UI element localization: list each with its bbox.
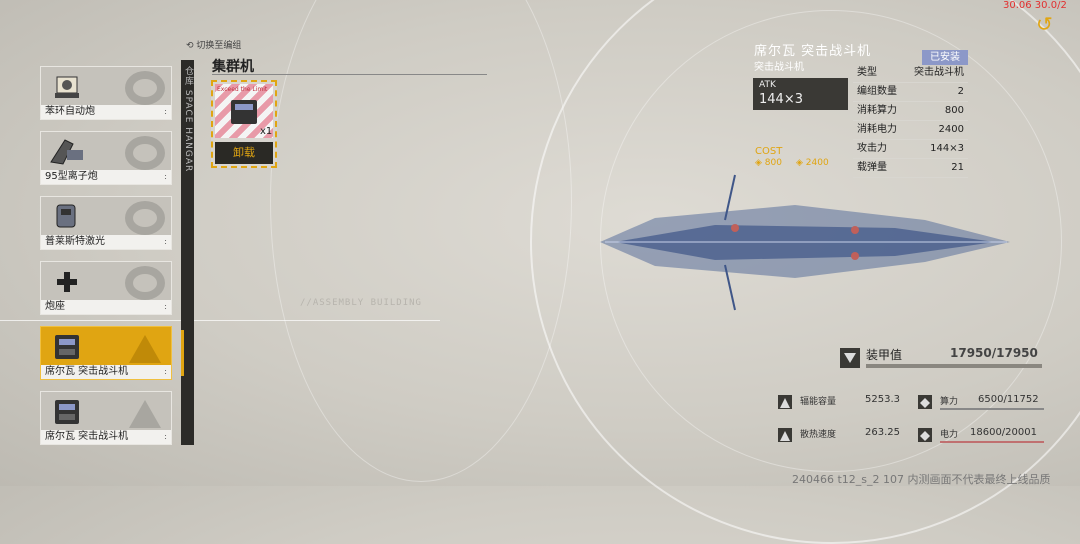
radiation-icon: [129, 335, 161, 363]
compute-value: 6500/11752: [978, 394, 1039, 405]
ship-render: [600, 174, 1010, 311]
hangar-item-label: 普莱斯特激光:: [41, 235, 171, 249]
cost-label: COST: [755, 146, 783, 157]
installed-badge: 已安装: [922, 50, 968, 65]
plus-icon: [57, 272, 77, 292]
laser-icon: [56, 204, 76, 228]
radiation-icon: [129, 400, 161, 428]
fighter-icon: [231, 100, 257, 124]
assembly-text: //ASSEMBLY BUILDING: [300, 298, 422, 308]
item-bg-icon: [125, 266, 165, 300]
cost-values: ◈ 800 ◈ 2400: [755, 158, 829, 168]
cost-compute: ◈ 800: [755, 158, 782, 168]
compute-icon: ◈: [755, 158, 762, 168]
hangar-item-1[interactable]: 95型离子炮:: [40, 131, 172, 185]
atk-label: ATK: [759, 80, 776, 90]
item-bg-icon: [125, 201, 165, 235]
item-bg-icon: [125, 71, 165, 105]
power-icon: [918, 428, 932, 442]
hangar-item-label: 95型离子炮:: [41, 170, 171, 184]
hangar-item-3[interactable]: 炮座:: [40, 261, 172, 315]
compute-label: 算力: [940, 397, 959, 407]
bg-ring-left: [270, 0, 572, 482]
hangar-item-2[interactable]: 普莱斯特激光:: [40, 196, 172, 250]
hangar-item-label: 席尔瓦 突击战斗机:: [41, 430, 171, 444]
hangar-item-label: 苯环自动炮:: [41, 105, 171, 119]
power-icon: ◈: [795, 158, 803, 168]
card-tag: Exceed the Limit: [217, 86, 268, 93]
heat-value: 263.25: [865, 427, 900, 438]
fighter-icon: [55, 335, 79, 359]
compute-bar: [940, 408, 1044, 410]
atk-value: 144×3: [759, 92, 803, 107]
card-count: x1: [260, 126, 273, 137]
armor-label: 装甲值: [866, 348, 903, 362]
tab-underline: [212, 74, 487, 75]
bg-ring-inner: [600, 10, 1062, 472]
heat-label: 散热速度: [800, 430, 837, 440]
info-row: 类型突击战斗机: [853, 64, 968, 83]
bg-line: [0, 320, 440, 321]
rail-label: 仓库 SPACE HANGAR: [183, 66, 193, 173]
armor-value: 17950/17950: [950, 346, 1038, 360]
compute-icon: [918, 395, 932, 409]
equipped-card[interactable]: Exceed the Limit x1 卸载: [211, 80, 277, 168]
armor-bar: [866, 364, 1042, 368]
tab-title: 集群机: [212, 59, 254, 75]
build-footer: 240466 t12_s_2 107 内测画面不代表最终上线品质: [792, 473, 1051, 486]
swap-icon: ⟲: [186, 41, 194, 51]
heat-icon: [778, 428, 792, 442]
card-image: [215, 84, 273, 138]
fps-counter: 30.06 30.0/2: [1003, 0, 1067, 11]
storage-value: 5253.3: [865, 394, 900, 405]
storage-label: 辐能容量: [800, 397, 837, 407]
hangar-item-4[interactable]: 席尔瓦 突击战斗机:: [40, 326, 172, 380]
hangar-item-5[interactable]: 席尔瓦 突击战斗机:: [40, 391, 172, 445]
item-bg-icon: [125, 136, 165, 170]
rail-selection-mark: [181, 330, 184, 376]
ion-cannon-icon: [50, 139, 83, 165]
hangar-rail: [181, 60, 194, 445]
back-arrow-icon[interactable]: ↺: [1036, 12, 1053, 36]
power-value: 18600/20001: [970, 427, 1037, 438]
armor-icon: [840, 348, 860, 368]
atk-box: ATK 144×3: [753, 78, 848, 110]
ship-subtitle: 突击战斗机: [754, 62, 804, 73]
hangar-item-label: 炮座:: [41, 300, 171, 314]
fighter-icon: [55, 400, 79, 424]
ship-name: 席尔瓦 突击战斗机: [754, 44, 872, 59]
cost-power: ◈ 2400: [795, 158, 829, 168]
power-bar: [940, 441, 1044, 443]
power-label: 电力: [940, 430, 959, 440]
hangar-item-label: 席尔瓦 突击战斗机:: [41, 365, 171, 379]
storage-icon: [778, 395, 792, 409]
autocannon-icon: [55, 76, 79, 98]
unload-button[interactable]: 卸载: [215, 142, 273, 164]
switch-to-group-button[interactable]: ⟲ 切换至编组: [186, 41, 242, 51]
hangar-item-0[interactable]: 苯环自动炮:: [40, 66, 172, 120]
